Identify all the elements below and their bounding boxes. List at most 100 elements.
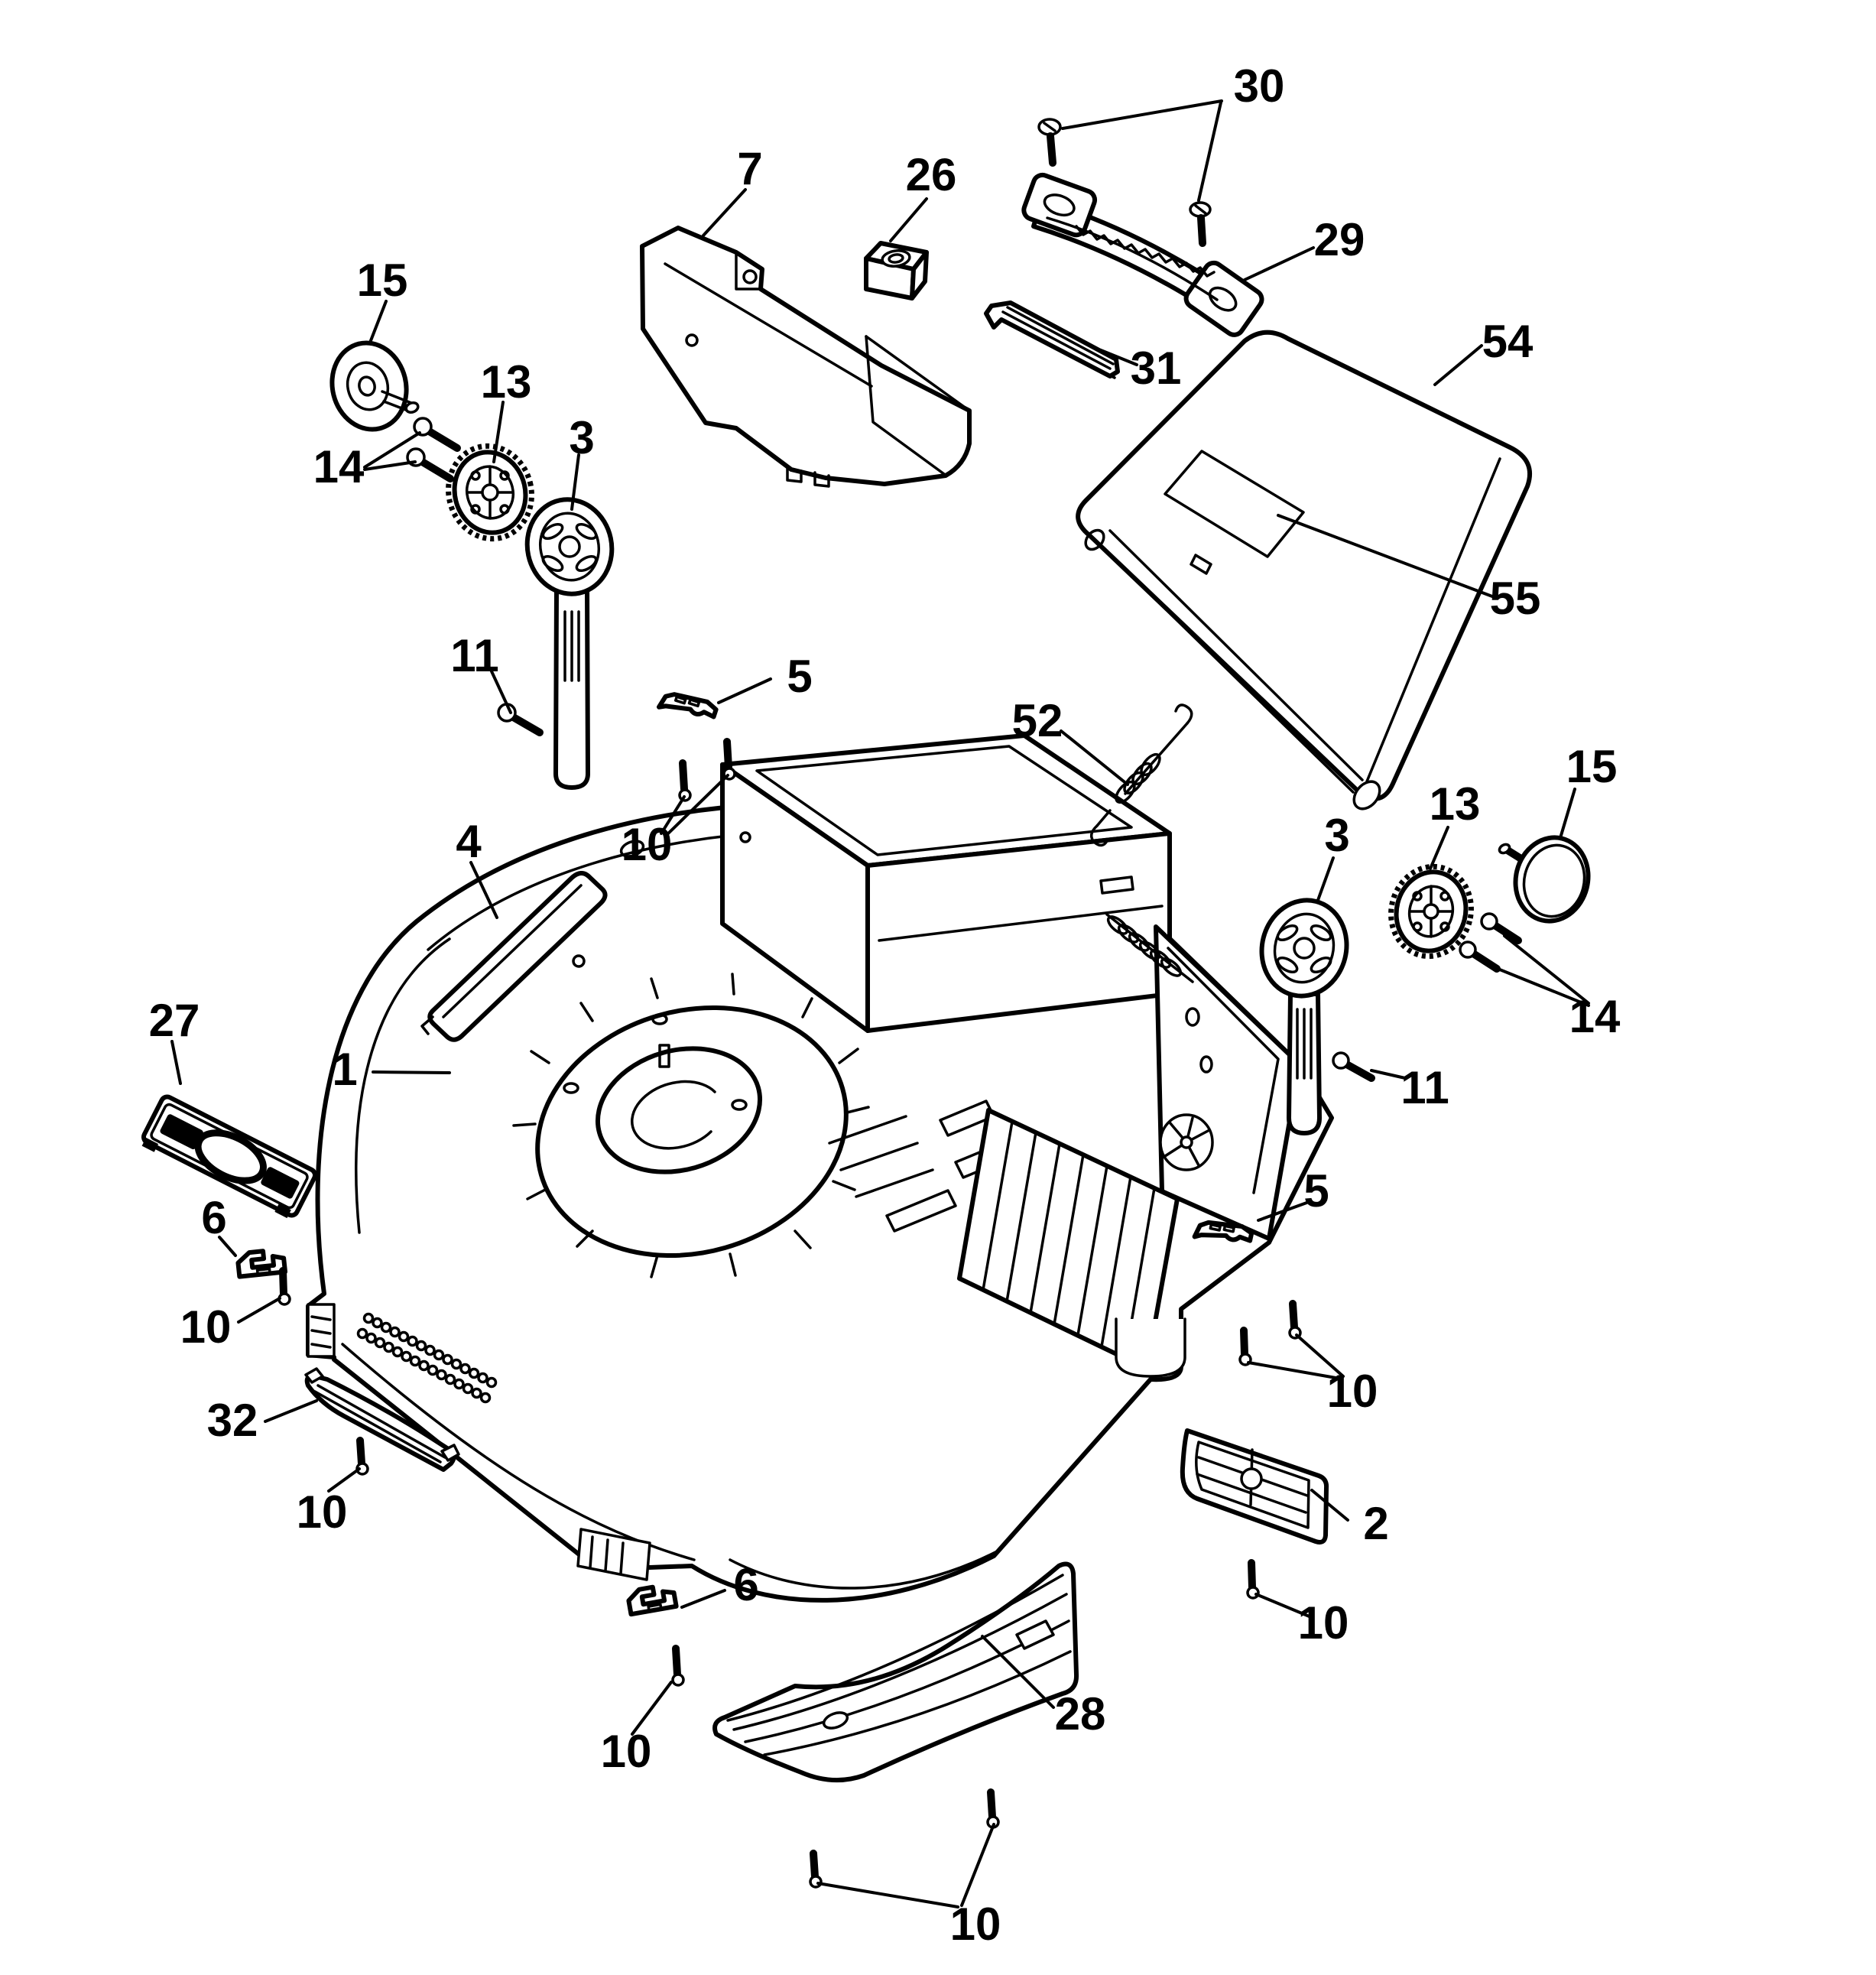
part-number-label: 6: [201, 1192, 226, 1243]
part-number-label: 5: [787, 651, 812, 702]
part-front-comb: [304, 1367, 460, 1472]
part-number-label: 52: [1012, 695, 1063, 746]
part-nut-block: [864, 241, 929, 300]
part-number-label: 13: [481, 356, 532, 408]
part-wheel-left: [524, 497, 615, 790]
callout-10-25: 10: [180, 1297, 281, 1353]
leader-line: [1061, 99, 1223, 130]
part-number-label: 32: [207, 1395, 258, 1446]
callout-10-32: 10: [1254, 1593, 1349, 1649]
part-wheel-right: [1259, 898, 1349, 1135]
part-wheel-cap-left: [329, 340, 420, 432]
callout-1-23: 1: [332, 1044, 451, 1095]
callout-29-3: 29: [1243, 214, 1365, 281]
part-handle-bar: [1021, 172, 1264, 337]
leader-line: [372, 1070, 451, 1074]
part-number-label: 11: [450, 630, 498, 681]
leader-line: [469, 861, 498, 919]
leader-line: [1277, 514, 1494, 598]
part-number-label: 30: [1234, 60, 1285, 112]
leader-line: [1433, 344, 1483, 386]
leader-line: [490, 670, 512, 714]
leader-line: [570, 453, 580, 511]
part-number-label: 15: [1566, 741, 1618, 792]
callout-10-34: 10: [816, 1823, 1001, 1950]
part-number-label: 14: [313, 441, 365, 492]
part-screws-30: [1037, 118, 1212, 247]
deck-rear-grille: [957, 1108, 1186, 1378]
part-number-label: 26: [906, 149, 957, 200]
deck-blade-chamber: [512, 973, 870, 1278]
part-number-label: 4: [456, 816, 482, 867]
callout-27-22: 27: [149, 995, 200, 1085]
callout-7-1: 7: [702, 143, 763, 237]
leader-line: [327, 1467, 361, 1493]
part-number-label: 7: [737, 143, 762, 194]
leader-line: [889, 197, 928, 242]
callout-4-15: 4: [456, 816, 498, 919]
callout-52-12: 52: [1012, 695, 1129, 786]
deck-motor-box: [720, 733, 1172, 1033]
leader-line: [1254, 1593, 1313, 1619]
callout-28-33: 28: [981, 1635, 1105, 1739]
callout-14-19: 14: [1483, 934, 1621, 1042]
leader-line: [170, 1040, 182, 1085]
part-screw-11-left: [497, 703, 544, 736]
callout-2-31: 2: [1310, 1489, 1389, 1549]
callout-13-17: 13: [1429, 778, 1481, 870]
part-number-label: 11: [1401, 1062, 1449, 1113]
part-clip-5-upper: [656, 692, 719, 720]
leader-line: [1503, 934, 1590, 1005]
leader-line: [1060, 729, 1129, 786]
leader-line: [1483, 962, 1590, 1007]
callout-54-4: 54: [1433, 316, 1534, 386]
part-wheel-hub-left: [446, 443, 534, 542]
callout-6-24: 6: [201, 1192, 237, 1257]
leader-line: [1316, 856, 1335, 904]
part-deck-housing: [306, 733, 1334, 1603]
part-number-label: 10: [297, 1486, 348, 1538]
callout-10-30: 10: [1247, 1333, 1378, 1417]
callout-3-8: 3: [569, 412, 595, 511]
callout-15-16: 15: [1559, 741, 1618, 840]
callout-3-18: 3: [1316, 810, 1350, 904]
deck-vent-holes: [356, 1312, 498, 1404]
leader-line: [218, 1236, 237, 1257]
leader-line: [717, 677, 772, 704]
part-number-label: 10: [1298, 1597, 1349, 1649]
part-wheel-hub-right: [1388, 863, 1474, 960]
part-clip-5-right: [1192, 1220, 1254, 1243]
deck-hinge-spring: [1105, 913, 1194, 983]
part-number-label: 13: [1430, 778, 1481, 830]
part-number-label: 15: [357, 255, 408, 306]
callout-14-9: 14: [313, 431, 421, 492]
part-extension-spring: [1089, 703, 1193, 847]
part-rear-grate: [1180, 1428, 1329, 1545]
part-number-label: 3: [569, 412, 594, 463]
callout-32-26: 32: [207, 1395, 318, 1446]
callout-6-28: 6: [680, 1559, 759, 1610]
part-screw-11-right: [1332, 1051, 1375, 1082]
leader-line: [960, 1823, 995, 1907]
leader-line: [1243, 246, 1315, 281]
part-number-label: 14: [1569, 991, 1621, 1042]
leader-line: [1257, 1200, 1310, 1222]
part-number-label: 10: [180, 1301, 232, 1353]
callout-13-7: 13: [481, 356, 532, 463]
callout-26-2: 26: [889, 149, 957, 242]
part-number-label: 3: [1324, 810, 1349, 861]
callout-5-21: 5: [1257, 1165, 1329, 1222]
part-number-label: 10: [1327, 1366, 1378, 1417]
leader-line: [237, 1297, 281, 1324]
leader-line: [1559, 788, 1576, 840]
part-number-label: 1: [332, 1044, 357, 1095]
leader-line: [363, 460, 417, 471]
part-number-label: 5: [1303, 1165, 1329, 1217]
part-number-label: 55: [1490, 573, 1541, 624]
part-wheel-cap-right: [1498, 835, 1591, 924]
part-number-label: 2: [1363, 1498, 1388, 1549]
callout-10-14: 10: [622, 774, 729, 870]
leader-line: [1247, 1361, 1342, 1380]
callout-15-6: 15: [357, 255, 408, 344]
